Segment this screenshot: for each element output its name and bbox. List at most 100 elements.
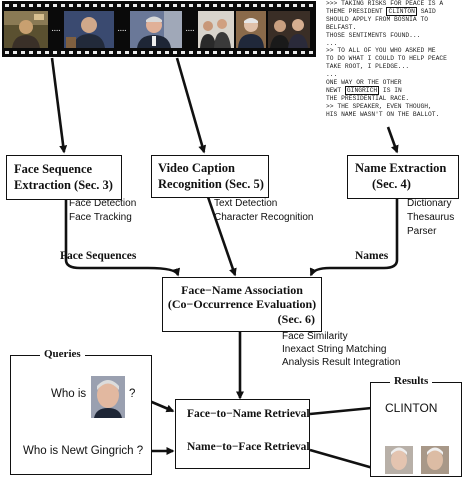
film-sprocket-hole [101, 4, 105, 7]
film-sprocket-hole [189, 51, 193, 54]
film-sprocket-hole [237, 4, 241, 7]
film-sprocket-hole [13, 4, 17, 7]
transcript-line: THOSE SENTIMENTS FOUND... [326, 31, 421, 39]
film-sprocket-hole [53, 4, 57, 7]
arrow-transcript-to-names [386, 126, 399, 154]
queries-panel [10, 355, 152, 475]
face-tracking-label: Face Tracking [69, 212, 132, 223]
video-caption-recognition-box: Video Caption Recognition (Sec. 5) [151, 155, 269, 198]
film-sprocket-hole [237, 51, 241, 54]
film-sprocket-hole [13, 51, 17, 54]
film-sprocket-hole [77, 4, 81, 7]
film-sprocket-hole [245, 51, 249, 54]
query-face-image[interactable] [91, 376, 125, 418]
film-sprocket-hole [293, 51, 297, 54]
film-sprocket-hole [5, 4, 9, 7]
arrow-film-to-face-sequence [50, 57, 68, 154]
film-sprocket-hole [229, 4, 233, 7]
film-sprocket-hole [261, 4, 265, 7]
film-sprocket-hole [21, 4, 25, 7]
face-sequence-title-line1: Face Sequence [14, 162, 93, 176]
film-sprocket-hole [213, 51, 217, 54]
film-sprocket-hole [125, 51, 129, 54]
transcript-line: THEME PRESIDENT CLINTON SAID [326, 6, 436, 16]
film-sprocket-hole [61, 4, 65, 7]
film-sprocket-hole [293, 4, 297, 7]
video-film-strip: .... .... .... [2, 1, 316, 57]
film-sprocket-hole [213, 4, 217, 7]
result-face-image-2[interactable] [421, 446, 449, 474]
query2-text[interactable]: Who is Newt Gingrich ? [23, 445, 144, 457]
film-sprocket-hole [149, 51, 153, 54]
film-sprocket-hole [125, 4, 129, 7]
gingrich-frame [236, 11, 266, 48]
film-sprocket-hole [309, 4, 313, 7]
film-sprocket-hole [285, 51, 289, 54]
inexact-string-matching-label: Inexact String Matching [282, 344, 387, 355]
film-separator: .... [117, 23, 127, 33]
highlighted-name-clinton: CLINTON [386, 6, 417, 16]
film-sprocket-hole [157, 51, 161, 54]
film-sprocket-hole [45, 51, 49, 54]
name-to-face-retrieval[interactable]: Name−to−Face Retrieval [187, 441, 310, 453]
character-recognition-label: Character Recognition [214, 212, 314, 223]
parser-label: Parser [407, 226, 437, 237]
association-title-line3: (Sec. 6) [277, 312, 315, 326]
result-face-image-1[interactable] [385, 446, 413, 474]
film-sprocket-hole [205, 51, 209, 54]
film-sprocket-hole [53, 51, 57, 54]
film-sprocket-hole [189, 4, 193, 7]
film-sprocket-hole [173, 4, 177, 7]
film-sprocket-hole [221, 4, 225, 7]
arrow-film-to-caption [175, 57, 207, 154]
film-sprocket-hole [37, 51, 41, 54]
face-sequences-label: Face Sequences [60, 250, 137, 262]
film-sprocket-hole [261, 51, 265, 54]
film-sprocket-hole [141, 4, 145, 7]
film-separator: .... [51, 23, 61, 33]
film-sprocket-hole [157, 4, 161, 7]
film-sprocket-hole [141, 51, 145, 54]
retrieval-box: Face−to−Name Retrieval Name−to−Face Retr… [175, 399, 310, 469]
film-sprocket-hole [197, 4, 201, 7]
film-sprocket-hole [133, 51, 137, 54]
film-sprocket-hole [309, 51, 313, 54]
query1-prefix: Who is [51, 388, 87, 400]
film-sprocket-hole [285, 4, 289, 7]
association-title-line1: Face−Name Association [181, 283, 303, 297]
film-sprocket-hole [117, 51, 121, 54]
film-sprocket-hole [109, 51, 113, 54]
film-sprocket-hole [29, 4, 33, 7]
film-sprocket-hole [269, 51, 273, 54]
film-sprocket-hole [277, 4, 281, 7]
face-to-name-retrieval[interactable]: Face−to−Name Retrieval [187, 408, 310, 420]
transcript-line: HIS NAME WASN'T ON THE BALLOT. [326, 110, 440, 118]
association-title-line2: (Co−Occurrence Evaluation) [167, 297, 317, 311]
thesaurus-label: Thesaurus [407, 212, 455, 223]
arrow-face-sequences [64, 199, 181, 277]
film-sprocket-hole [37, 4, 41, 7]
film-sprocket-hole [133, 4, 137, 7]
film-sprocket-hole [277, 51, 281, 54]
film-sprocket-hole [221, 51, 225, 54]
film-sprocket-hole [69, 51, 73, 54]
text-detection-label: Text Detection [214, 198, 278, 209]
face-detection-label: Face Detection [69, 198, 137, 209]
query1-suffix: ? [129, 388, 136, 400]
caption-transcript: >>> TAKING RISKS FOR PEACE IS A THEME PR… [326, 0, 474, 119]
name-extraction-box: Name Extraction (Sec. 4) [347, 155, 459, 199]
group-frame [198, 11, 234, 48]
transcript-line: >>> TAKING RISKS FOR PEACE IS A [326, 0, 444, 7]
name-extraction-title-line2: (Sec. 4) [372, 177, 411, 191]
film-sprocket-hole [5, 51, 9, 54]
transcript-line: >> TO ALL OF YOU WHO ASKED ME [326, 47, 436, 55]
transcript-line: ... [326, 39, 338, 47]
film-separator: .... [185, 23, 195, 33]
face-sequence-title-line2: Extraction (Sec. 3) [14, 178, 113, 192]
film-sprocket-hole [205, 4, 209, 7]
film-sprocket-hole [61, 51, 65, 54]
film-sprocket-hole [93, 4, 97, 7]
film-sprocket-hole [85, 4, 89, 7]
film-sprocket-hole [269, 4, 273, 7]
